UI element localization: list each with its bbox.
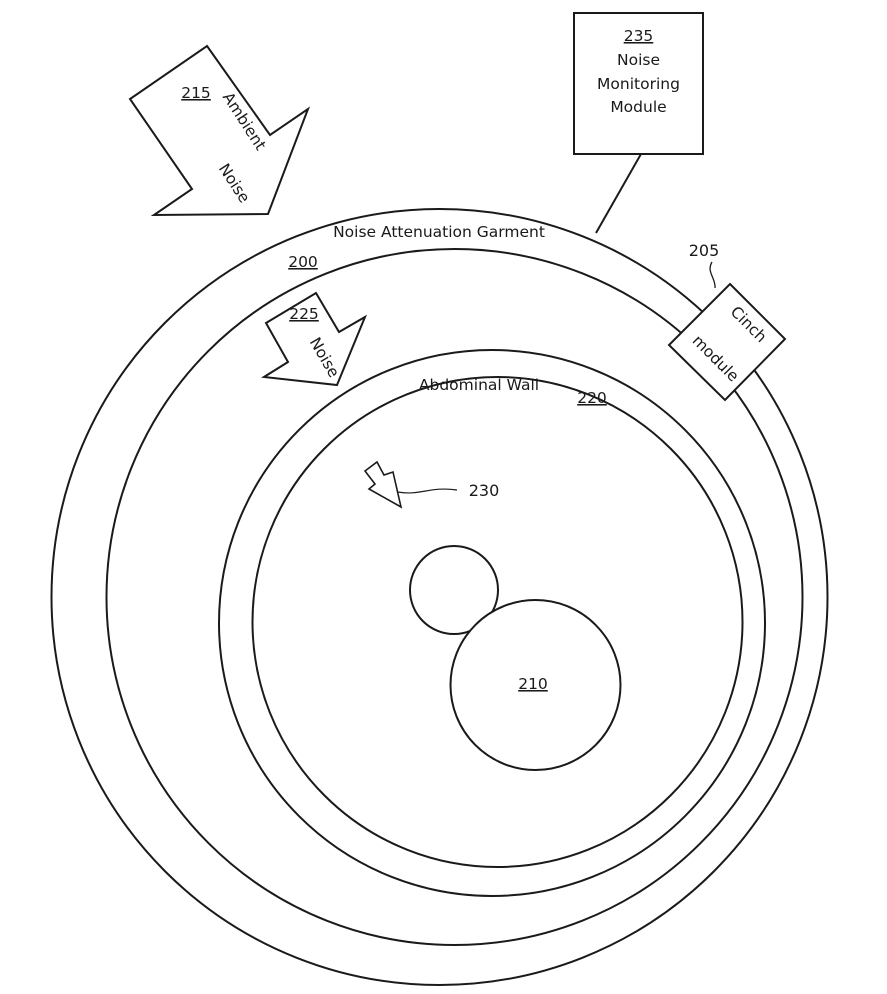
noise-arrow (261, 291, 368, 387)
cinch-ref: 205 (689, 241, 720, 260)
monitor-line1: Noise (617, 51, 660, 69)
garment-ref: 200 (288, 253, 318, 271)
ambient-noise-arrow (128, 44, 311, 217)
ambient-ref: 215 (181, 84, 211, 102)
inner-leader-line (397, 488, 458, 494)
fetus-ref: 210 (518, 675, 548, 693)
monitor-line3: Module (610, 98, 666, 116)
abdominal-wall-outer (218, 349, 766, 897)
abdominal-wall-inner (251, 376, 744, 868)
cinch-leader-line (709, 261, 716, 289)
garment-label: Noise Attenuation Garment (333, 223, 545, 241)
garment-inner-ring (105, 248, 804, 946)
monitor-connector-line (595, 153, 642, 234)
small-circle (409, 545, 499, 635)
monitor-line2: Monitoring (597, 75, 680, 93)
garment-outer-ring (50, 208, 829, 986)
inner-ref: 230 (469, 481, 500, 500)
fetus-circle-210 (449, 599, 622, 771)
abdominal-ref: 220 (577, 389, 607, 407)
monitor-ref: 235 (624, 27, 654, 45)
inner-arrow-230 (363, 460, 403, 509)
cinch-module-box (667, 282, 787, 402)
abdominal-label: Abdominal Wall (419, 376, 539, 394)
noise-ref: 225 (289, 305, 319, 323)
noise-monitoring-module-box (573, 12, 704, 155)
